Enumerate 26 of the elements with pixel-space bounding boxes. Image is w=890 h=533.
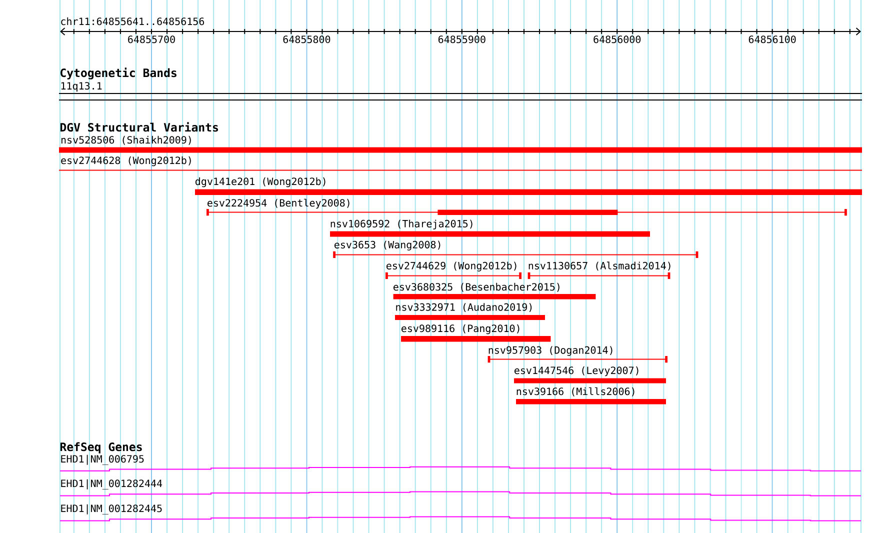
section-heading: DGV Structural Variants	[60, 122, 218, 132]
gene-label: EHD1|NM_001282444	[61, 479, 162, 490]
variant-label: nsv528506 (Shaikh2009)	[61, 136, 191, 145]
variant-label: esv1447546 (Levy2007)	[514, 366, 638, 376]
variant-label: esv3680325 (Besenbacher2015)	[394, 282, 560, 292]
variant-label: esv989116 (Pang2010)	[402, 324, 520, 334]
section-heading: RefSeq Genes	[60, 442, 142, 454]
tick-label: 64856000	[594, 36, 641, 44]
variant-label: nsv1130657 (Alsmadi2014)	[528, 262, 670, 271]
variant-label: nsv39166 (Mills2006)	[516, 387, 634, 396]
gene-label: EHD1|NM_006795	[61, 454, 144, 465]
variant-label: nsv3332971 (Audano2019)	[396, 303, 532, 312]
variant-label: esv2744629 (Wong2012b)	[386, 262, 516, 272]
gene-label: EHD1|NM_001282445	[61, 504, 162, 514]
variant-label: dgv141e201 (Wong2012b)	[196, 177, 326, 188]
tick-label: 64855700	[128, 36, 175, 44]
variant-label: esv3653 (Wang2008)	[334, 240, 440, 250]
band-label: 11q13.1	[61, 82, 102, 92]
region-label: chr11:64855641..64856156	[61, 17, 204, 26]
variant-label: esv2744628 (Wong2012b)	[61, 156, 191, 166]
variant-label: nsv1069592 (Thareja2015)	[330, 220, 472, 230]
variant-label: nsv957903 (Dogan2014)	[488, 346, 612, 356]
variant-label: esv2224954 (Bentley2008)	[208, 198, 350, 209]
tick-label: 64856100	[748, 36, 796, 44]
tick-label: 64855800	[283, 36, 330, 44]
tick-label: 64855900	[438, 36, 486, 44]
